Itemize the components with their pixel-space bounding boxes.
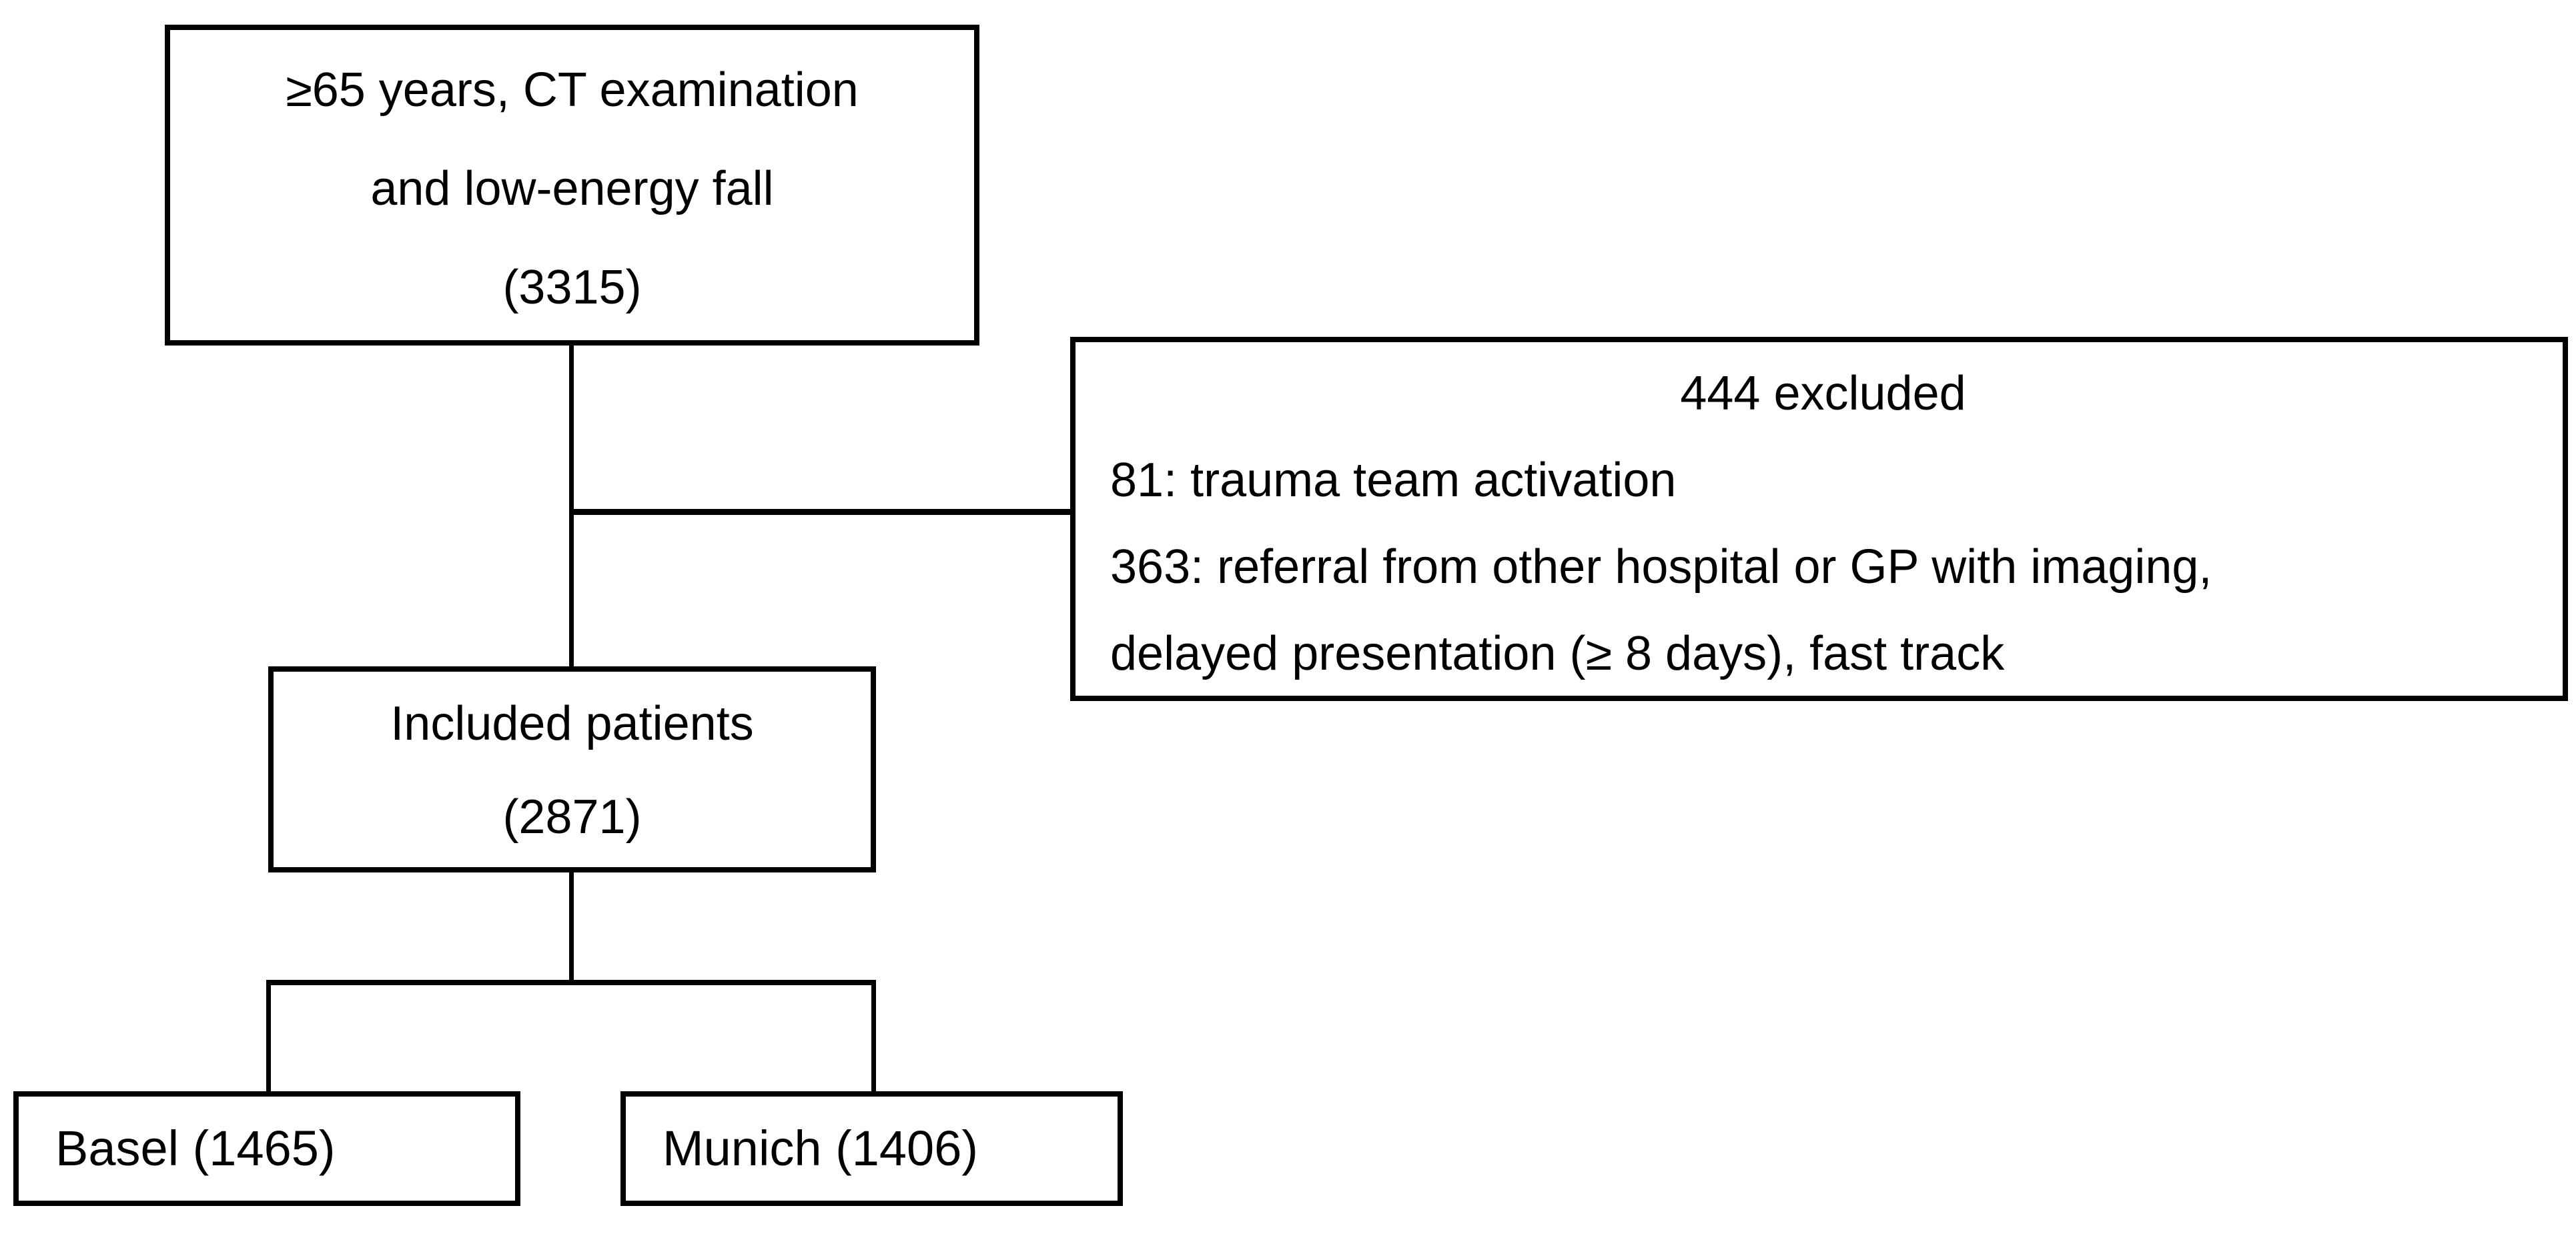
excluded-title: 444 excluded (1680, 367, 1966, 420)
connector-split-horizontal (266, 980, 876, 985)
connector-included-down (569, 872, 574, 983)
included-count: (2871) (502, 790, 642, 844)
eligible-count: (3315) (502, 261, 642, 314)
eligible-line-2: and low-energy fall (370, 162, 774, 215)
eligible-line-1: ≥65 years, CT examination (286, 63, 859, 117)
excluded-reason-2: 363: referral from other hospital or GP … (1110, 540, 2212, 594)
included-line-1: Included patients (390, 697, 754, 750)
included-patients-box: Included patients (2871) (268, 666, 876, 872)
eligible-cohort-box: ≥65 years, CT examination and low-energy… (165, 25, 979, 346)
excluded-reason-3: delayed presentation (≥ 8 days), fast tr… (1110, 627, 2005, 680)
basel-label: Basel (1465) (55, 1121, 336, 1176)
basel-site-box: Basel (1465) (13, 1091, 520, 1206)
connector-branch-to-excluded (571, 509, 1070, 515)
connector-drop-to-munich (871, 980, 876, 1091)
excluded-reason-1: 81: trauma team activation (1110, 454, 1677, 507)
connector-eligible-to-included (569, 346, 574, 666)
munich-label: Munich (1406) (663, 1121, 979, 1176)
munich-site-box: Munich (1406) (620, 1091, 1123, 1206)
connector-drop-to-basel (266, 980, 271, 1091)
excluded-box: 444 excluded 81: trauma team activation … (1070, 337, 2568, 701)
